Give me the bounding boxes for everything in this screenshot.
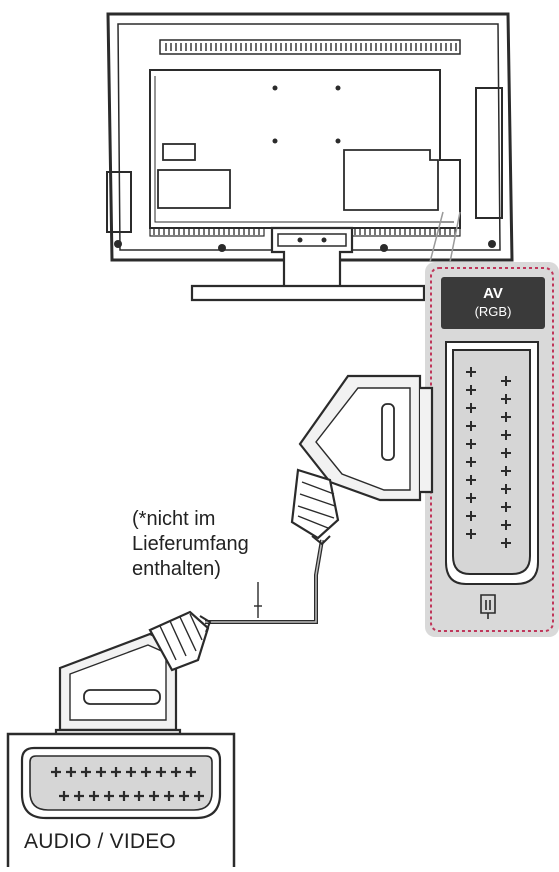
pin-mark bbox=[66, 767, 76, 777]
pin-mark bbox=[149, 791, 159, 801]
pin-mark bbox=[156, 767, 166, 777]
scart-cable bbox=[205, 539, 324, 624]
pin-mark bbox=[501, 430, 511, 440]
pin-mark bbox=[171, 767, 181, 777]
pin-mark bbox=[81, 767, 91, 777]
tv-rear-illustration bbox=[106, 12, 514, 302]
pin-mark bbox=[466, 403, 476, 413]
pin-mark bbox=[179, 791, 189, 801]
pin-mark bbox=[501, 376, 511, 386]
pin-mark bbox=[74, 791, 84, 801]
pin-mark bbox=[466, 475, 476, 485]
pin-mark bbox=[126, 767, 136, 777]
pin-mark bbox=[51, 767, 61, 777]
av-device bbox=[6, 732, 236, 867]
pin-mark bbox=[164, 791, 174, 801]
pin-mark bbox=[501, 412, 511, 422]
socket-pins bbox=[466, 367, 511, 548]
pin-mark bbox=[466, 439, 476, 449]
pin-mark bbox=[501, 538, 511, 548]
pin-mark bbox=[501, 484, 511, 494]
pin-mark bbox=[186, 767, 196, 777]
pin-mark bbox=[466, 421, 476, 431]
device-label: AUDIO / VIDEO bbox=[24, 830, 176, 853]
av-label-box bbox=[441, 277, 545, 329]
cable-note-line: (*nicht im bbox=[132, 508, 216, 530]
scart-port-icon bbox=[480, 594, 496, 619]
av-port-label: AV bbox=[483, 285, 503, 302]
cable-note-line: enthalten) bbox=[132, 558, 221, 580]
pin-mark bbox=[134, 791, 144, 801]
scart-plug-device-side bbox=[54, 610, 212, 744]
av-port-sublabel: (RGB) bbox=[474, 304, 512, 319]
device-socket-pins bbox=[51, 767, 204, 801]
cable-note-line: Lieferumfang bbox=[132, 533, 249, 555]
pin-mark bbox=[501, 520, 511, 530]
pin-mark bbox=[466, 457, 476, 467]
pin-mark bbox=[96, 767, 106, 777]
pin-mark bbox=[119, 791, 129, 801]
pin-mark bbox=[466, 367, 476, 377]
pin-mark bbox=[501, 394, 511, 404]
cable-note: (*nicht im Lieferumfang enthalten) bbox=[132, 507, 282, 582]
pin-mark bbox=[501, 448, 511, 458]
scart-plug-tv-side bbox=[290, 374, 434, 546]
pin-mark bbox=[89, 791, 99, 801]
pin-mark bbox=[466, 511, 476, 521]
pin-mark bbox=[466, 493, 476, 503]
pin-mark bbox=[194, 791, 204, 801]
pin-mark bbox=[501, 502, 511, 512]
pin-mark bbox=[59, 791, 69, 801]
pin-mark bbox=[466, 529, 476, 539]
pin-mark bbox=[104, 791, 114, 801]
pin-mark bbox=[501, 466, 511, 476]
av-port-panel bbox=[425, 262, 559, 637]
pin-mark bbox=[466, 385, 476, 395]
pin-mark bbox=[111, 767, 121, 777]
pin-mark bbox=[141, 767, 151, 777]
